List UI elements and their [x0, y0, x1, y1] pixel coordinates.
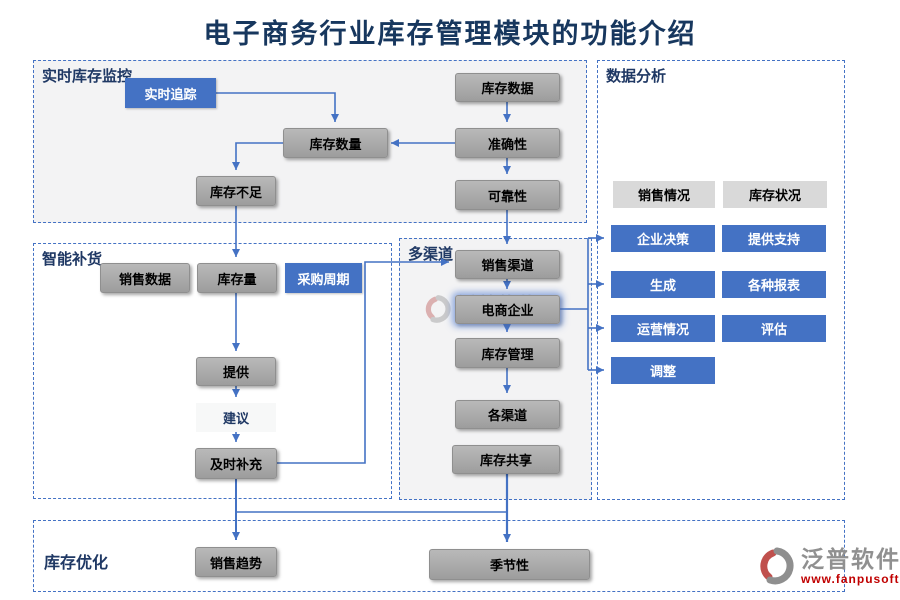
- node-sales-trend: 销售趋势: [195, 547, 277, 577]
- group-label-inventory-optimize: 库存优化: [44, 555, 109, 572]
- node-ecommerce-enterprise: 电商企业: [455, 295, 560, 324]
- brand-footer: 泛普软件 www.fanpusoft.com: [758, 546, 900, 586]
- node-inventory-sharing: 库存共享: [452, 445, 560, 474]
- node-suggestion: 建议: [196, 403, 276, 432]
- node-various-reports: 各种报表: [722, 271, 826, 298]
- node-inventory-quantity: 库存数量: [283, 128, 388, 158]
- group-label-data-analysis: 数据分析: [606, 68, 667, 85]
- node-inventory-shortage: 库存不足: [196, 176, 276, 206]
- node-provide: 提供: [196, 357, 276, 386]
- node-realtime-tracking: 实时追踪: [125, 78, 216, 108]
- node-adjust: 调整: [611, 357, 715, 384]
- node-each-channel: 各渠道: [455, 400, 560, 429]
- node-operation-status: 运营情况: [611, 315, 715, 342]
- node-sales-channels: 销售渠道: [455, 250, 560, 279]
- group-label-smart-replenish: 智能补货: [42, 251, 103, 268]
- brand-logo-icon: [425, 295, 451, 323]
- brand-name: 泛普软件: [801, 546, 900, 572]
- node-inventory-level: 库存量: [197, 263, 277, 293]
- node-sales-data: 销售数据: [100, 263, 190, 293]
- node-evaluate: 评估: [722, 315, 826, 342]
- node-enterprise-decision: 企业决策: [611, 225, 715, 252]
- node-purchase-cycle: 采购周期: [285, 263, 362, 293]
- node-seasonality: 季节性: [429, 549, 590, 580]
- node-reliability: 可靠性: [455, 180, 560, 210]
- node-sales-status: 销售情况: [613, 181, 715, 208]
- node-timely-replenish: 及时补充: [195, 448, 277, 479]
- node-inventory-data: 库存数据: [455, 73, 560, 102]
- group-label-realtime-monitor: 实时库存监控: [42, 68, 133, 85]
- node-provide-support: 提供支持: [722, 225, 826, 252]
- node-generate: 生成: [611, 271, 715, 298]
- node-accuracy: 准确性: [455, 128, 560, 158]
- brand-url: www.fanpusoft.com: [801, 572, 900, 586]
- node-inventory-management: 库存管理: [455, 338, 560, 368]
- page-title: 电子商务行业库存管理模块的功能介绍: [203, 19, 697, 49]
- node-inventory-status: 库存状况: [723, 181, 827, 208]
- brand-logo-icon: [760, 547, 794, 585]
